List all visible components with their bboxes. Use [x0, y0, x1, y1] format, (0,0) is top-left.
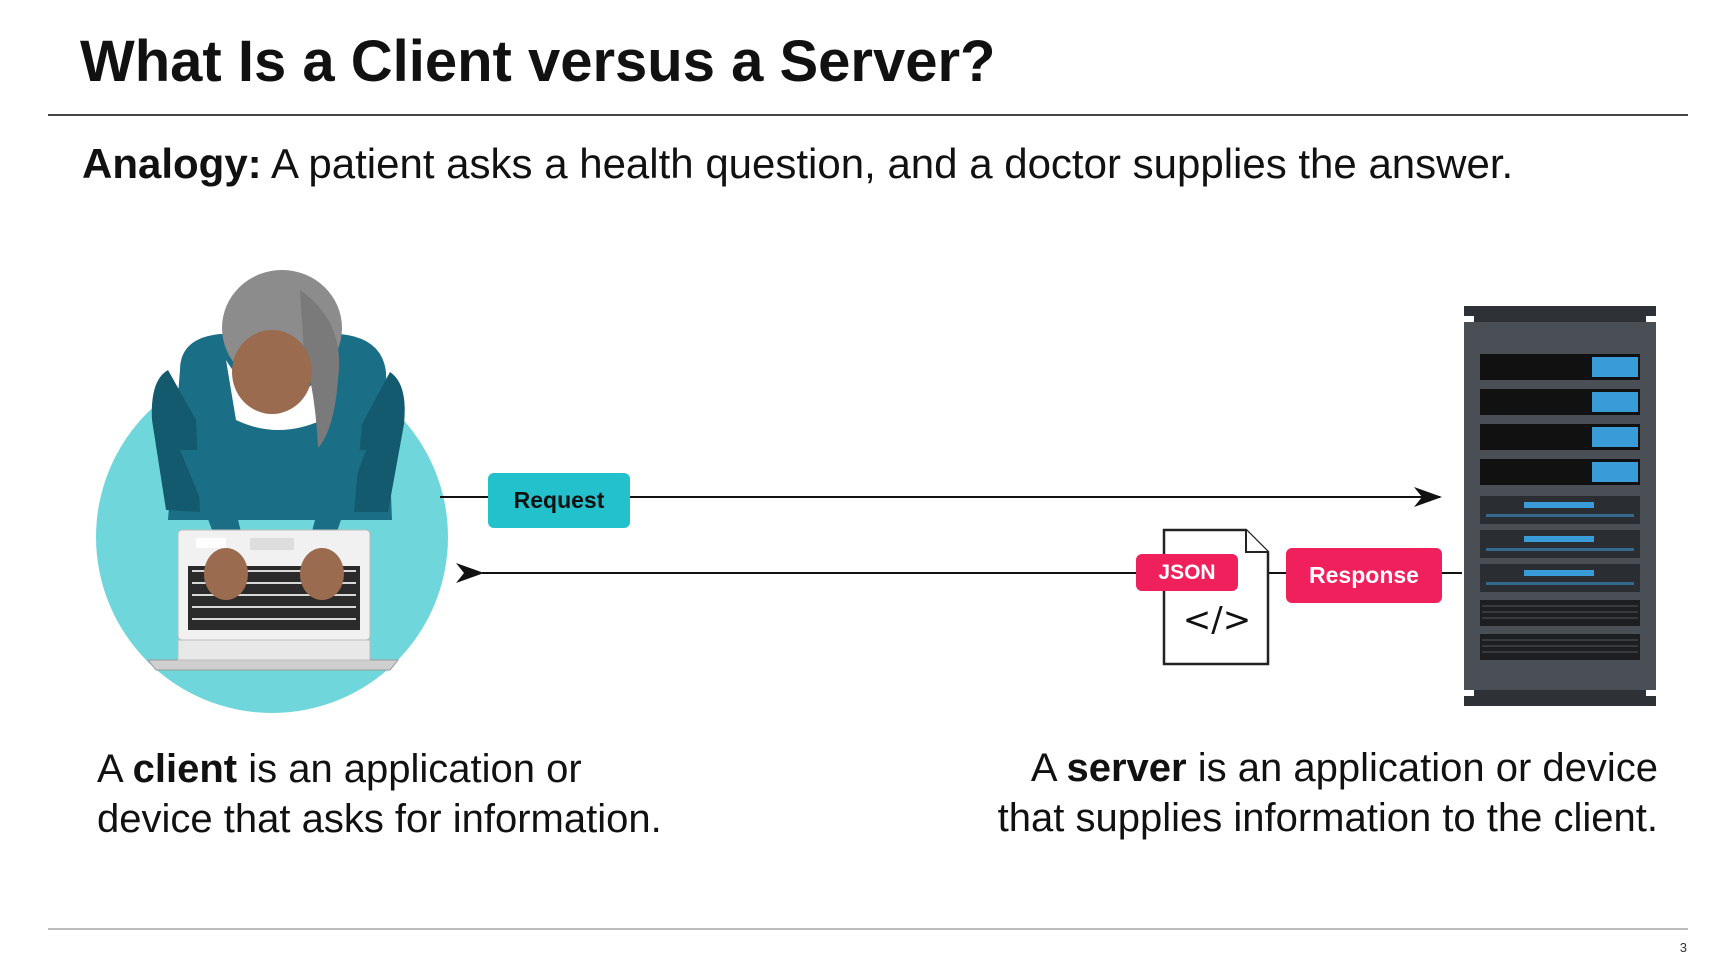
server-caption: A server is an application or device tha… — [998, 743, 1658, 843]
client-caption-line2: device that asks for information. — [97, 797, 662, 841]
person-at-laptop-illustration — [96, 270, 448, 713]
json-document-icon — [1162, 528, 1270, 666]
analogy-label: Analogy: — [82, 140, 262, 187]
json-label: JSON — [1136, 554, 1238, 591]
server-caption-line2: that supplies information to the client. — [997, 796, 1658, 840]
code-glyph: </> — [1182, 600, 1252, 640]
server-term: server — [1066, 746, 1187, 790]
page-number: 3 — [1679, 940, 1687, 955]
client-caption-prefix: A — [97, 747, 133, 791]
server-rack-icon — [1464, 306, 1656, 706]
server-caption-line1: A server is an application or device — [998, 743, 1658, 793]
client-caption: A client is an application or device tha… — [97, 744, 662, 844]
server-caption-prefix: A — [1030, 746, 1067, 790]
client-caption-line1-rest: is an application or — [237, 747, 582, 791]
footer-divider — [48, 928, 1688, 930]
title-divider — [48, 114, 1688, 116]
request-label: Request — [488, 473, 630, 528]
analogy-line: Analogy: A patient asks a health questio… — [82, 140, 1513, 188]
analogy-text: A patient asks a health question, and a … — [261, 140, 1514, 187]
response-label: Response — [1286, 548, 1442, 603]
slide-title: What Is a Client versus a Server? — [80, 29, 996, 94]
client-term: client — [132, 747, 238, 791]
client-caption-line1: A client is an application or — [97, 744, 662, 794]
server-caption-line1-rest: is an application or device — [1186, 746, 1658, 790]
